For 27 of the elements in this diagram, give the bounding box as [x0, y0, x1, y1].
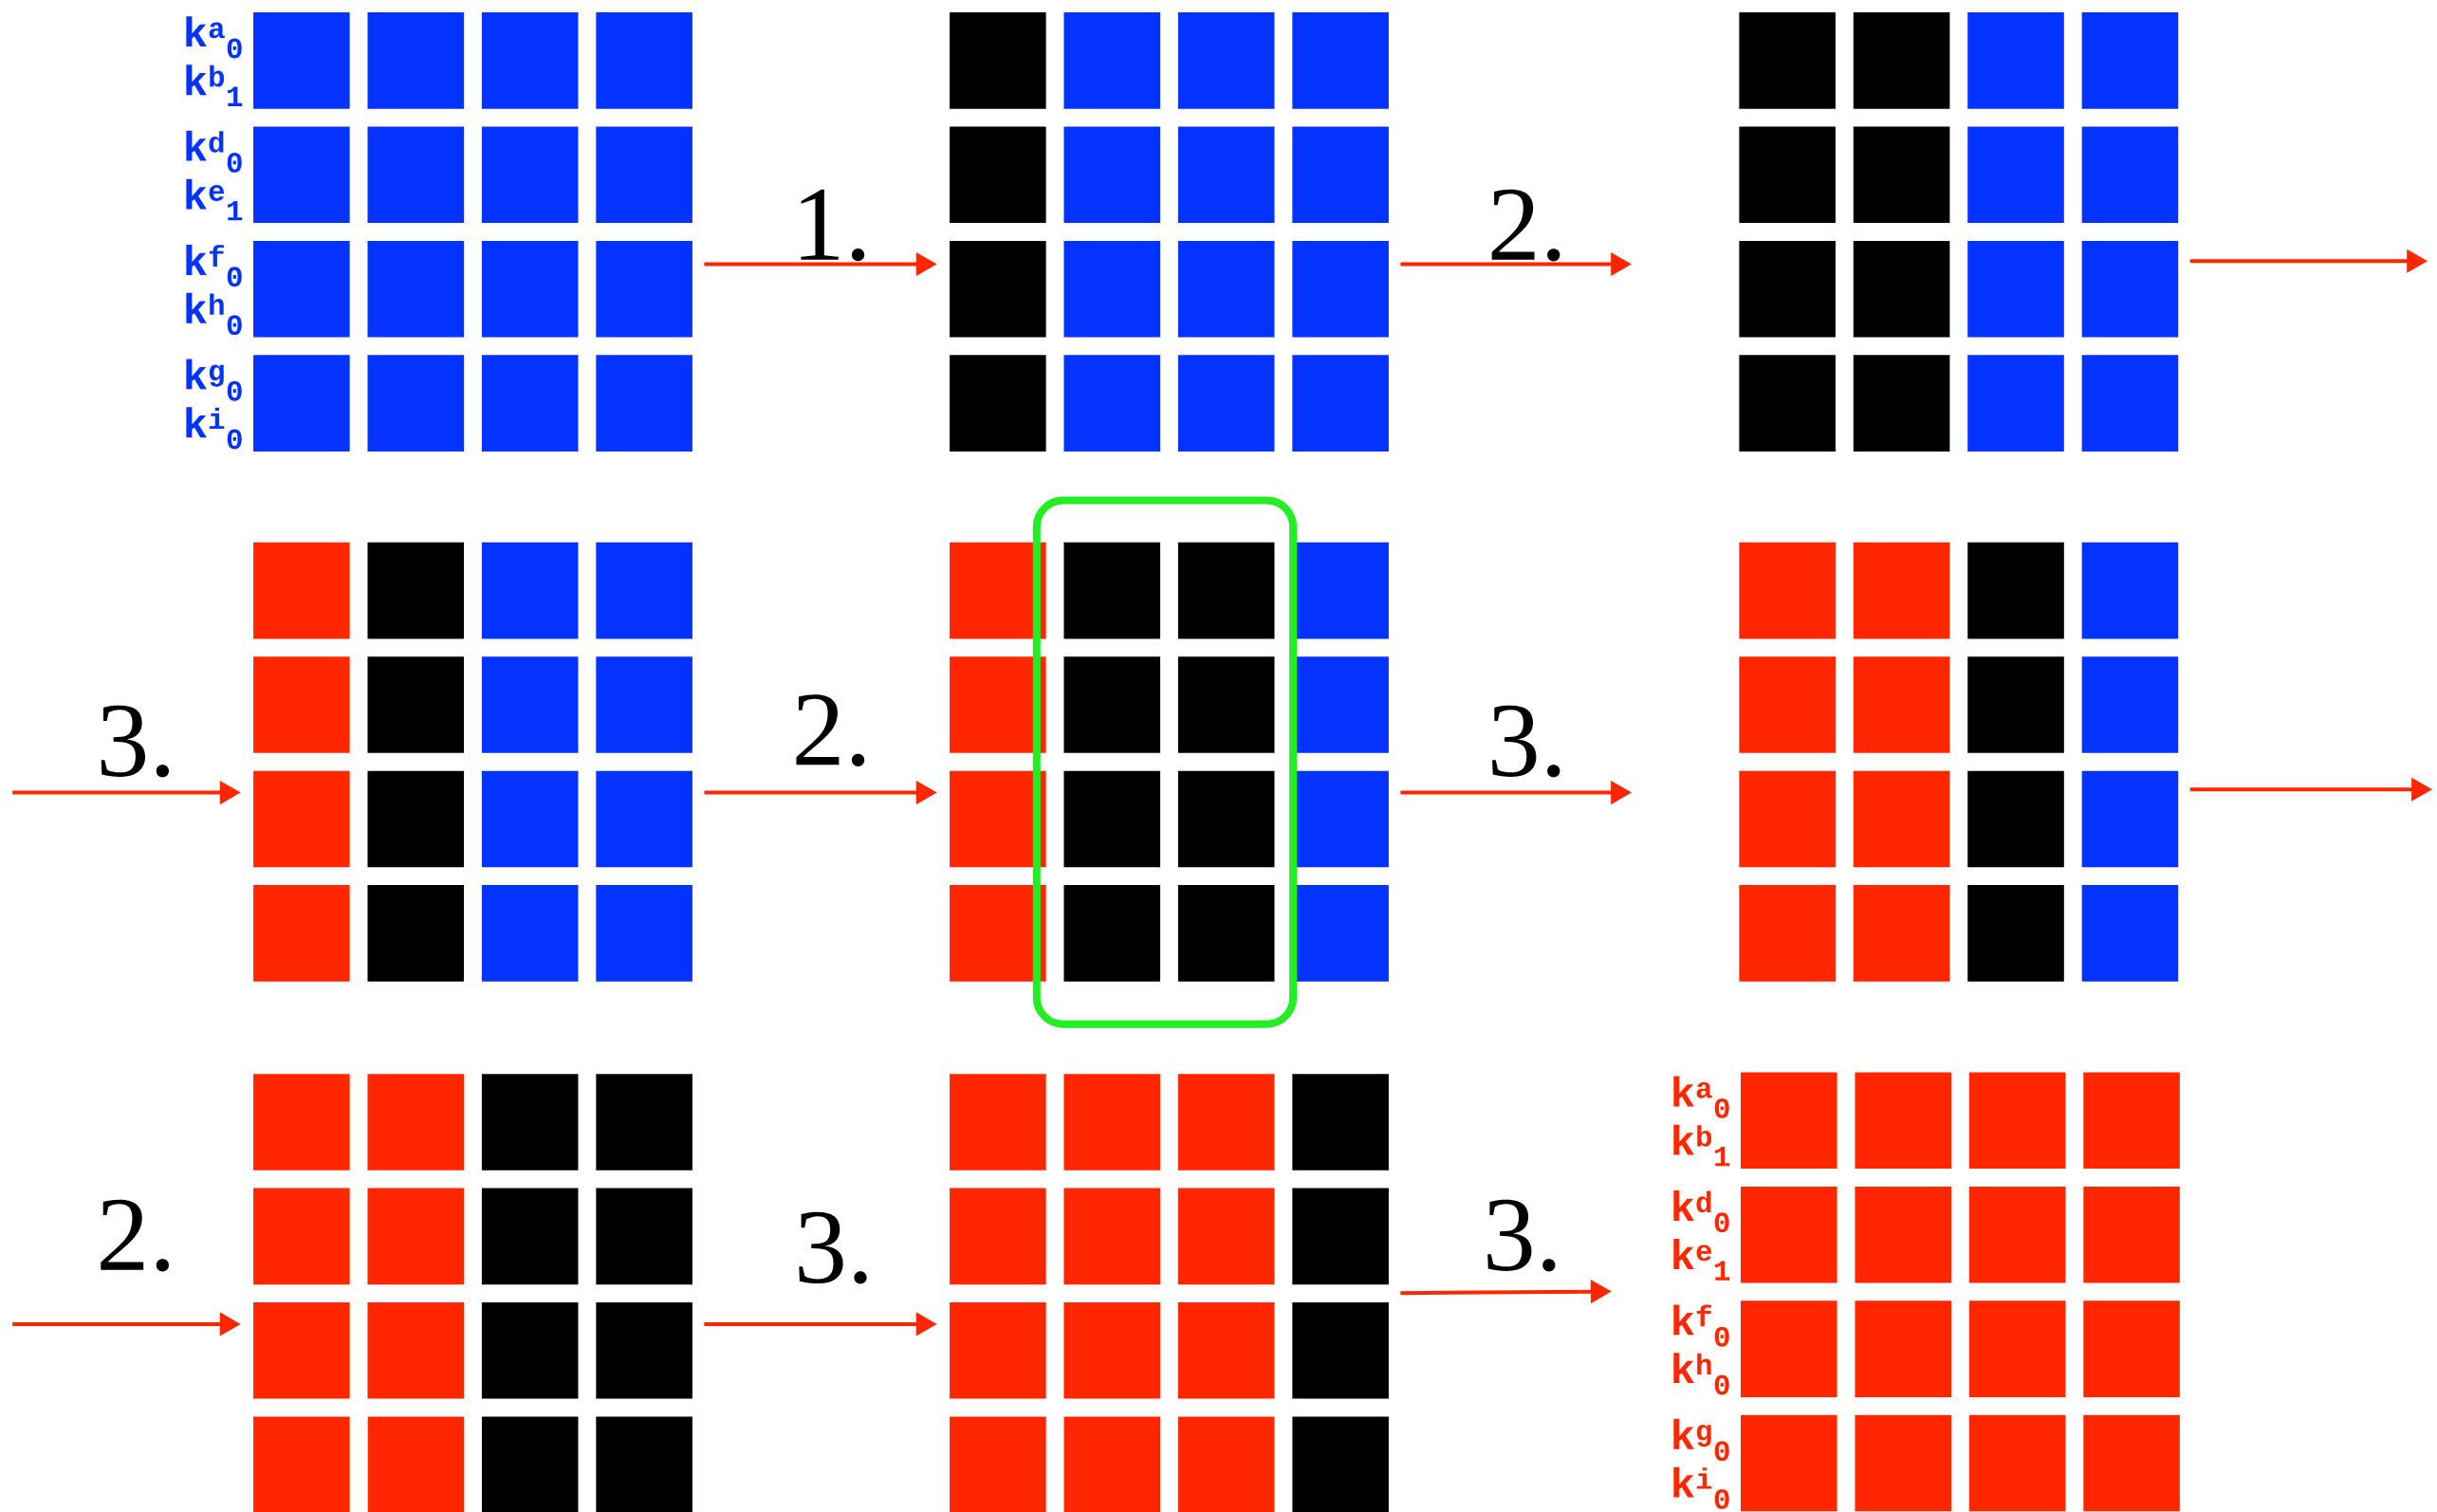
step-label: 3. [799, 1211, 867, 1284]
square-grid [253, 1074, 692, 1512]
square-grid [1741, 1072, 2180, 1512]
step-label: 1. [801, 189, 865, 262]
square-grid [1739, 12, 2179, 452]
key-label: k$^{b}$1 [1673, 1124, 1730, 1167]
square-grid [253, 542, 692, 982]
key-label: k$^{d}$0 [186, 130, 242, 173]
step-label: 2. [1491, 189, 1560, 262]
key-label: k$^{e}$1 [1673, 1239, 1730, 1281]
step-label: 2. [101, 1199, 169, 1272]
step-label: 2. [796, 694, 865, 766]
key-label: k$^{e}$1 [186, 178, 243, 221]
key-label: k$^{h}$0 [186, 292, 242, 335]
step-label: 3. [1487, 1199, 1556, 1272]
key-label: k$^{b}$1 [186, 65, 243, 106]
square-grid [950, 12, 1389, 452]
square-grid [950, 1074, 1389, 1512]
key-label: k$^{d}$0 [1673, 1189, 1729, 1233]
step-label: 3. [1492, 705, 1560, 778]
square-grid [253, 12, 692, 452]
square-grid [1739, 542, 2179, 982]
key-label: k$^{h}$0 [1673, 1353, 1729, 1395]
step-label: 3. [101, 705, 169, 778]
square-grid [950, 542, 1389, 982]
key-label: k$^{i}$0 [1673, 1466, 1729, 1509]
key-label: k$^{i}$0 [186, 407, 242, 450]
